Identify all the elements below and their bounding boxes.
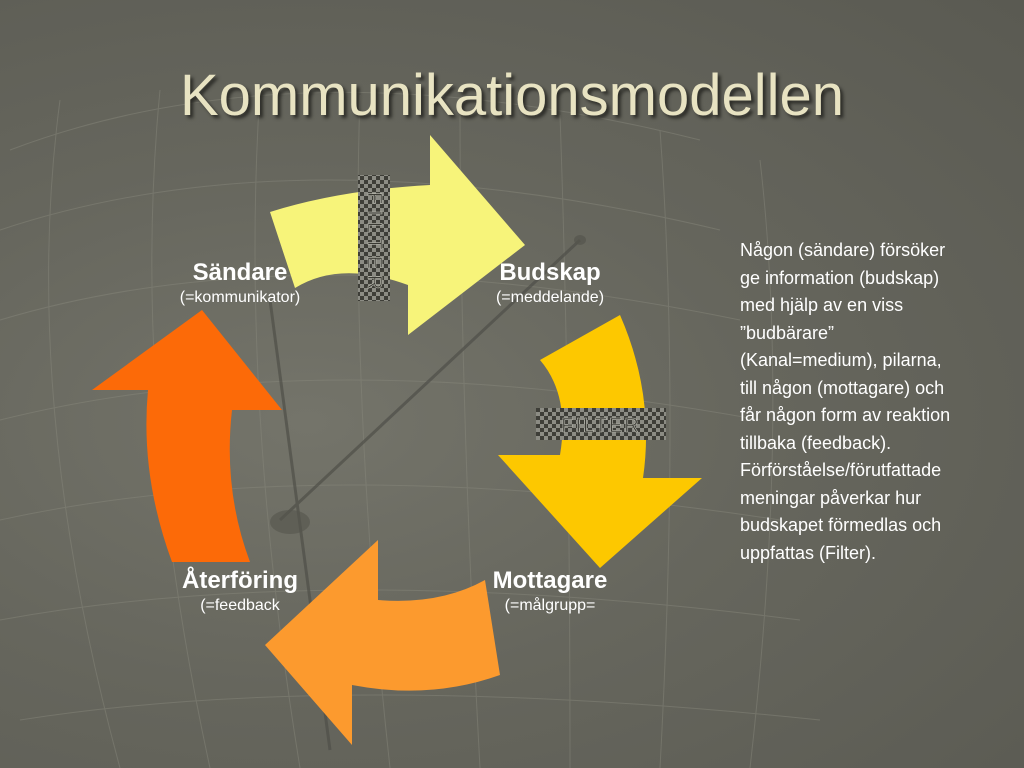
node-feedback-name: Återföring [182,567,298,594]
slide-title: Kommunikationsmodellen [179,63,845,128]
description-line: med hjälp av en viss [740,295,904,315]
description-line: ”budbärare” [740,322,835,343]
description-line: uppfattas (Filter). [740,542,877,563]
node-sender-name: Sändare [192,259,288,286]
description-line: får någon form av reaktion [740,405,951,425]
node-message-name: Budskap [499,259,601,286]
node-feedback-subtitle: (=feedback [200,597,280,614]
node-sender: Sändare (=kommunikator) [145,258,335,308]
description-line: till någon (mottagare) och [740,377,945,398]
node-feedback: Återföring (=feedback [145,566,335,616]
node-sender-subtitle: (=kommunikator) [179,289,301,306]
arrow-top-sender-to-message [270,135,525,335]
description-line: budskapet förmedlas och [740,515,942,535]
description-line: meningar påverkar hur [740,487,922,508]
filter-box-right: FILTER [536,408,666,440]
node-message: Budskap (=meddelande) [455,258,645,308]
description-line: tillbaka (feedback). [740,432,892,453]
arrow-left-feedback-to-sender [92,310,282,562]
node-receiver-name: Mottagare [492,567,608,594]
description-text: Någon (sändare) försöker ge information … [740,237,1015,567]
arrow-right-message-to-receiver [498,315,702,568]
filter-label-top: FILTER [363,192,385,295]
description-line: ge information (budskap) [740,267,940,288]
description-line: (Kanal=medium), pilarna, [740,350,942,370]
description-line: Någon (sändare) försöker [740,240,946,260]
arrow-bottom-receiver-to-feedback [265,540,500,745]
description-line: Förförståelse/förutfattade [740,460,942,480]
filter-box-top: FILTER [358,175,390,301]
filter-label-right: FILTER [561,415,640,437]
node-message-subtitle: (=meddelande) [495,289,605,306]
node-receiver: Mottagare (=målgrupp= [455,566,645,616]
node-receiver-subtitle: (=målgrupp= [504,597,596,614]
